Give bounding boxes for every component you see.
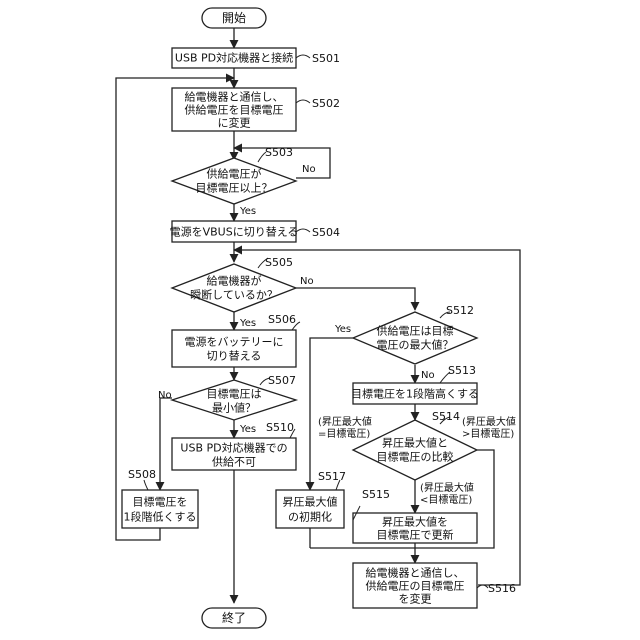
- decision-s505: 給電機器が 瞬断しているか？: [172, 264, 296, 312]
- process-text: 供給電圧の目標電圧: [366, 579, 465, 593]
- process-box-s508: 目標電圧を 1段階低くする: [122, 490, 198, 528]
- decision-text: 供給電圧が: [207, 167, 262, 181]
- process-text: 切り替える: [207, 349, 262, 363]
- decision-s503: 供給電圧が 目標電圧以上？: [172, 158, 296, 204]
- process-box-s502: 給電機器と通信し、 供給電圧を目標電圧 に変更: [172, 88, 296, 131]
- process-text: を変更: [399, 592, 432, 606]
- process-text: 給電機器と通信し、: [185, 90, 284, 104]
- branch-label-s503-no: No: [302, 164, 316, 175]
- decision-s514: 昇圧最大値と 目標電圧の比較: [353, 420, 477, 480]
- process-text: の初期化: [288, 510, 332, 524]
- decision-s512: 供給電圧は目標 電圧の最大値？: [353, 312, 477, 364]
- decision-text: 瞬断しているか？: [190, 288, 278, 302]
- branch-label-s514-equal: =目標電圧): [318, 427, 370, 440]
- decision-text: 電圧の最大値？: [377, 338, 454, 352]
- process-text: 目標電圧で更新: [377, 528, 454, 542]
- process-text: に変更: [218, 116, 251, 130]
- process-text: 電源をバッテリーに: [185, 335, 284, 349]
- step-label-s501: S501: [312, 52, 340, 65]
- step-label-s505: S505: [265, 256, 293, 269]
- start-terminal-label: 開始: [222, 11, 246, 25]
- step-label-s517: S517: [318, 470, 346, 483]
- process-text: 供給電圧を目標電圧: [185, 103, 284, 117]
- step-label-s502: S502: [312, 97, 340, 110]
- branch-label-s512-yes: Yes: [334, 324, 351, 335]
- end-terminal-label: 終了: [222, 610, 246, 625]
- process-text: 電源をVBUSに切り替える: [170, 225, 299, 239]
- process-text: 昇圧最大値: [283, 495, 338, 509]
- step-label-s514: S514: [432, 410, 460, 423]
- arrow-s507-no-to-s508: [160, 398, 172, 490]
- step-label-s512: S512: [446, 304, 474, 317]
- process-box-s510: USB PD対応機器での 供給不可: [172, 438, 296, 470]
- process-text: 給電機器と通信し、: [366, 566, 465, 580]
- step-label-s510: S510: [266, 421, 294, 434]
- step-label-s513: S513: [448, 364, 476, 377]
- step-label-s503: S503: [265, 146, 293, 159]
- process-box-s516: 給電機器と通信し、 供給電圧の目標電圧 を変更: [353, 563, 477, 608]
- process-text: USB PD対応機器での: [180, 441, 287, 455]
- step-label-s504: S504: [312, 226, 340, 239]
- step-label-s506: S506: [268, 313, 296, 326]
- arrow-s505-no-to-s512: [296, 288, 415, 310]
- branch-label-s503-yes: Yes: [239, 206, 256, 217]
- step-label-s515: S515: [362, 488, 390, 501]
- decision-text: 昇圧最大値と: [382, 436, 448, 450]
- branch-label-s505-no: No: [300, 276, 314, 287]
- decision-text: 目標電圧以上？: [196, 181, 273, 195]
- branch-label-s507-yes: Yes: [239, 424, 256, 435]
- branch-label-s514-equal: (昇圧最大値: [318, 415, 372, 428]
- process-box-s517: 昇圧最大値 の初期化: [276, 490, 344, 528]
- start-terminal: 開始: [202, 8, 266, 28]
- process-box-s515: 昇圧最大値を 目標電圧で更新: [353, 513, 477, 543]
- branch-label-s514-greater: (昇圧最大値: [462, 415, 516, 428]
- step-label-s508: S508: [128, 468, 156, 481]
- branch-label-s514-greater: >目標電圧): [462, 427, 514, 440]
- branch-label-s514-less: <目標電圧): [420, 493, 472, 506]
- arrow-s512-yes-to-s517: [310, 338, 353, 490]
- step-label-s516: S516: [488, 582, 516, 595]
- process-box-s506: 電源をバッテリーに 切り替える: [172, 330, 296, 367]
- process-box-s513: 目標電圧を1段階高くする: [351, 383, 479, 404]
- process-text: USB PD対応機器と接続: [175, 51, 293, 65]
- process-box-s501: USB PD対応機器と接続: [172, 48, 296, 68]
- branch-label-s507-no: No: [158, 390, 172, 401]
- decision-text: 供給電圧は目標: [377, 324, 454, 338]
- process-text: 昇圧最大値を: [382, 515, 448, 529]
- decision-text: 最小値？: [212, 402, 256, 415]
- decision-text: 目標電圧の比較: [377, 450, 454, 464]
- decision-text: 目標電圧は: [207, 387, 262, 401]
- process-text: 目標電圧を1段階高くする: [351, 387, 479, 401]
- step-label-s507: S507: [268, 374, 296, 387]
- branch-label-s505-yes: Yes: [239, 318, 256, 329]
- process-text: 目標電圧を: [133, 495, 188, 509]
- process-text: 供給不可: [212, 455, 256, 469]
- decision-text: 給電機器が: [207, 274, 262, 288]
- process-text: 1段階低くする: [124, 510, 197, 524]
- process-box-s504: 電源をVBUSに切り替える: [170, 221, 299, 242]
- end-terminal: 終了: [202, 608, 266, 628]
- branch-label-s514-less: (昇圧最大値: [420, 481, 474, 494]
- branch-label-s512-no: No: [421, 370, 435, 381]
